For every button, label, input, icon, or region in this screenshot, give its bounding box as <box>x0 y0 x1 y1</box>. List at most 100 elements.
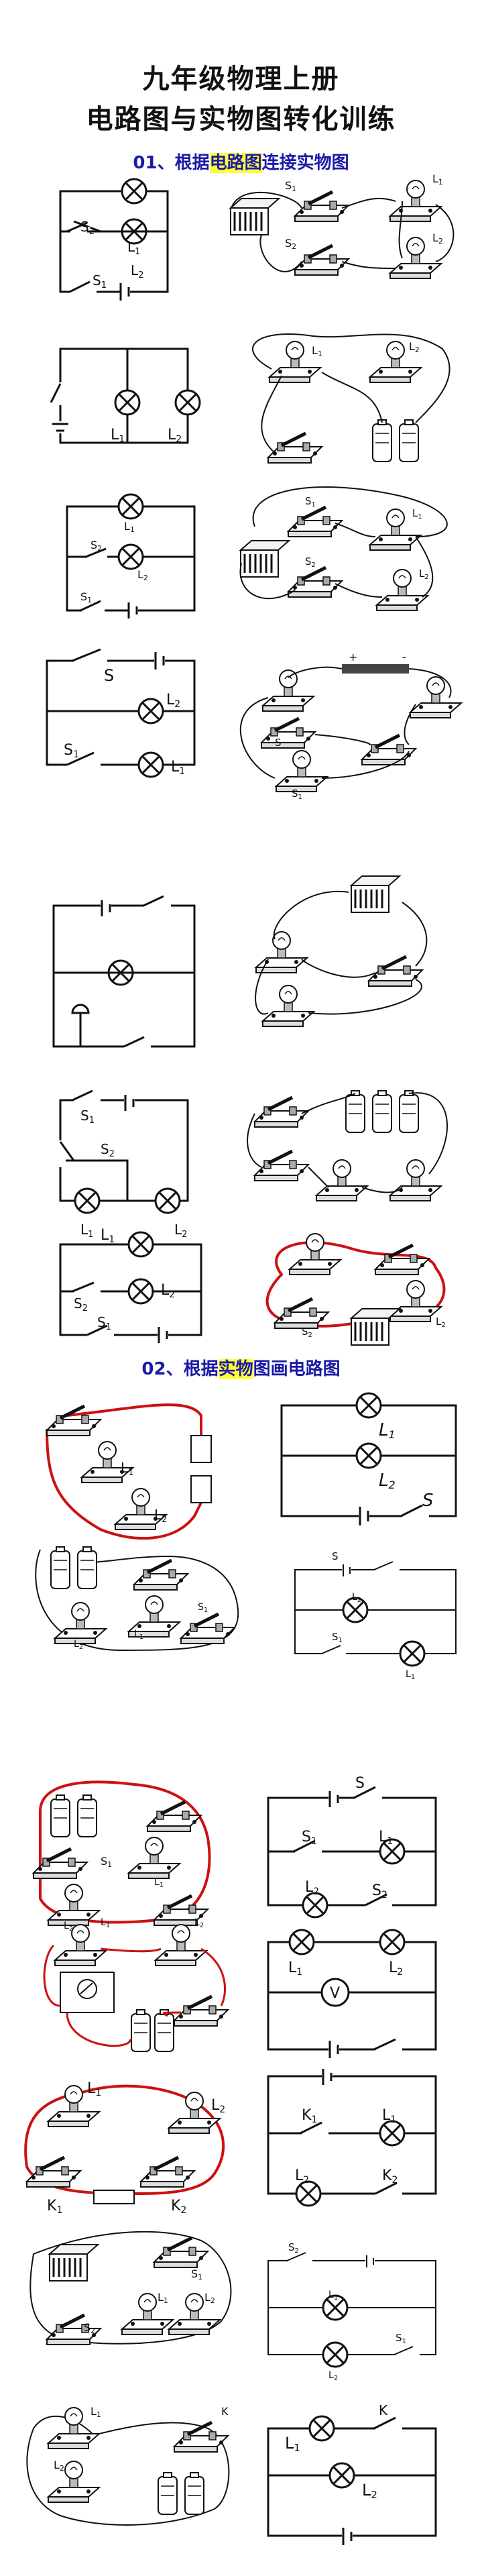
svg-text:L1: L1 <box>285 2434 300 2454</box>
svg-text:L1: L1 <box>288 1960 302 1978</box>
circuit-diagram-3: S2 L1 L2 S1 <box>66 493 196 621</box>
svg-text:L1: L1 <box>80 1222 93 1240</box>
svg-text:L1: L1 <box>328 2290 338 2302</box>
title-line-1: 九年级物理上册 <box>142 64 340 95</box>
svg-text:L2: L2 <box>54 2459 64 2473</box>
svg-text:L2: L2 <box>295 2167 309 2186</box>
physical-circuit-3: S1 S2 L1 L2 <box>239 486 448 611</box>
svg-text:L1: L1 <box>111 427 125 445</box>
svg-text:L1: L1 <box>91 2405 101 2419</box>
svg-text:V: V <box>330 1985 340 2002</box>
svg-text:L1: L1 <box>382 2107 396 2125</box>
svg-text:S: S <box>275 737 282 749</box>
svg-text:L2: L2 <box>166 692 180 710</box>
physical-circuit-4: + - S S1 <box>239 651 462 801</box>
svg-text:S2: S2 <box>91 539 102 553</box>
svg-text:S2: S2 <box>285 237 296 251</box>
svg-text:S: S <box>422 1491 434 1511</box>
svg-text:L2: L2 <box>379 1470 396 1491</box>
svg-text:+: + <box>349 651 357 663</box>
circuit-diagram-1: S2 L1 L2 S1 <box>59 178 169 302</box>
svg-text:S: S <box>332 1550 339 1562</box>
svg-text:L2: L2 <box>194 1917 204 1929</box>
svg-text:S: S <box>104 666 114 685</box>
svg-text:L2: L2 <box>305 1879 319 1897</box>
svg-text:K: K <box>221 2405 229 2418</box>
physical-circuit-1: S1 S2 L1 L2 <box>229 172 455 279</box>
svg-text:L2: L2 <box>419 568 429 581</box>
svg-text:S1: S1 <box>97 1314 111 1332</box>
svg-text:S: S <box>355 1775 365 1792</box>
svg-text:L2: L2 <box>204 2291 215 2305</box>
circuit-diagram-9: S L2 S1 L1 <box>294 1550 457 1681</box>
physical-circuit-14: L1 K L2 <box>26 2405 229 2526</box>
svg-text:L2: L2 <box>389 1960 403 1978</box>
section-2-heading: 02、根据实物图画电路图 <box>0 1355 482 1380</box>
physical-circuit-9: L2 L1 S1 <box>35 1546 239 1652</box>
svg-text:S2: S2 <box>84 2321 95 2335</box>
svg-text:L2: L2 <box>161 1282 175 1300</box>
physical-circuit-11: L1 L2 <box>43 1917 228 2052</box>
physical-circuit-8: L1 L2 <box>47 1403 212 1540</box>
svg-text:L2: L2 <box>436 1316 446 1329</box>
svg-text:L1: L1 <box>121 1460 133 1478</box>
svg-text:S1: S1 <box>396 2332 406 2345</box>
circuit-diagram-10: S S1 L1 L2 S2 <box>267 1775 437 1919</box>
circuit-diagram-11: V L1 L2 <box>267 1929 437 2059</box>
circuit-diagram-5 <box>52 895 196 1052</box>
physical-circuit-7: S2 L2 <box>265 1233 446 1346</box>
svg-text:S1: S1 <box>80 1108 95 1126</box>
section-1-suffix: 连接实物图 <box>261 153 349 173</box>
svg-text:K2: K2 <box>382 2167 398 2186</box>
svg-text:S1: S1 <box>101 1855 112 1869</box>
svg-text:K: K <box>379 2402 388 2418</box>
svg-text:S1: S1 <box>80 590 92 604</box>
section-1-prefix: 01、根据 <box>133 153 210 173</box>
physical-circuit-10: S1 L1 L2 <box>34 1780 211 1933</box>
svg-text:S2: S2 <box>305 555 316 569</box>
section-2-highlight: 实物 <box>218 1359 253 1379</box>
circuit-diagram-14: K L1 L2 <box>267 2402 437 2546</box>
svg-text:L2: L2 <box>328 2370 338 2382</box>
svg-text:L1: L1 <box>432 172 443 186</box>
svg-text:K1: K1 <box>302 2107 317 2125</box>
physical-circuit-12: L1 L2 K1 K2 <box>24 2080 225 2216</box>
svg-text:L2: L2 <box>137 568 148 582</box>
svg-text:S1: S1 <box>191 2267 202 2282</box>
svg-text:L1: L1 <box>312 344 322 358</box>
svg-text:L2: L2 <box>409 340 420 354</box>
svg-text:L2: L2 <box>432 231 443 246</box>
svg-text:S2: S2 <box>74 1295 88 1313</box>
svg-text:L1: L1 <box>379 1829 393 1847</box>
svg-text:L1: L1 <box>412 507 422 521</box>
title-line-2: 电路图与实物图转化训练 <box>86 104 396 135</box>
section-2-prefix: 02、根据 <box>141 1359 219 1379</box>
physical-circuit-2: L1 L2 <box>252 333 450 463</box>
section-2-suffix: 图画电路图 <box>253 1359 341 1379</box>
svg-text:L2: L2 <box>174 1222 187 1240</box>
svg-text:S1: S1 <box>93 272 107 290</box>
svg-text:S1: S1 <box>302 1829 317 1847</box>
label-s2: S2 <box>80 219 95 237</box>
circuit-diagram-4: S L2 S1 L1 <box>46 648 196 778</box>
svg-text:K1: K1 <box>47 2198 62 2216</box>
physical-circuit-5 <box>255 875 428 1027</box>
svg-text:L1: L1 <box>101 1917 110 1929</box>
svg-text:L2: L2 <box>211 2097 225 2115</box>
svg-text:L2: L2 <box>131 262 143 280</box>
svg-text:L1: L1 <box>101 1227 115 1245</box>
svg-text:S2: S2 <box>101 1141 115 1159</box>
svg-text:L1: L1 <box>379 1420 396 1441</box>
svg-text:L1: L1 <box>406 1669 415 1681</box>
svg-text:L2: L2 <box>352 1592 361 1604</box>
circuit-diagram-7: L1 S2 L2 S1 <box>59 1227 202 1346</box>
svg-text:L2: L2 <box>154 1507 167 1525</box>
svg-text:L1: L1 <box>171 759 185 777</box>
svg-text:S1: S1 <box>198 1602 208 1614</box>
svg-text:S1: S1 <box>305 495 316 508</box>
section-1-heading: 01、根据电路图连接实物图 <box>0 149 482 174</box>
circuit-diagram-2: L1 L2 <box>50 347 201 445</box>
svg-text:S1: S1 <box>64 742 79 760</box>
svg-text:L1: L1 <box>124 520 135 534</box>
